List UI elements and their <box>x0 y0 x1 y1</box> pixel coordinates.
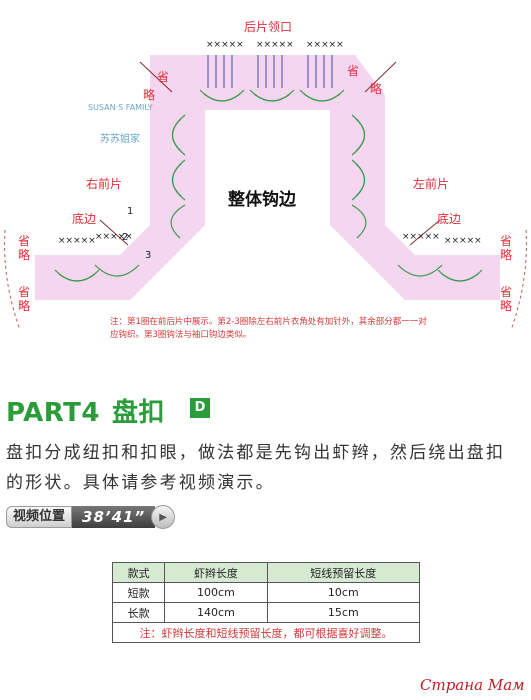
right-fans <box>351 114 367 239</box>
part-description: 盘扣分成纽扣和扣眼，做法都是先钩出虾辫，然后绕出盘扣的形状。具体请参考视频演示。 <box>6 443 506 493</box>
crochet-diagram: 后片领口 省 略 省 略 右前片 左前片 底边 底边 省 略 省 略 省 略 省… <box>0 0 531 345</box>
num-2: 2 <box>122 232 129 243</box>
table-cell: 100cm <box>164 582 268 603</box>
watermark-logo-cn: 苏苏姐家 <box>100 134 140 145</box>
pink-band <box>35 55 500 300</box>
table-cell: 10cm <box>266 582 421 603</box>
label-back-neck: 后片领口 <box>244 20 293 34</box>
video-position-label: 视频位置 <box>6 506 73 528</box>
label-lue-r2: 略 <box>500 248 513 262</box>
top-stitch-lines <box>207 55 333 88</box>
table-header: 虾辫长度 <box>164 562 268 583</box>
table-row: 短款 100cm 10cm <box>111 582 421 603</box>
bottom-left-fans <box>54 264 140 282</box>
part-title-cn: 盘扣 <box>111 398 165 428</box>
table-note-row: 注：虾辫长度和短线预留长度，都可根据喜好调整。 <box>112 622 420 643</box>
stitch-mark-top-2: ××××× <box>256 40 294 50</box>
table-cell: 140cm <box>164 602 268 623</box>
diagram-center-title: 整体钩边 <box>228 190 296 210</box>
left-fans <box>170 114 186 239</box>
stitch-mark-bl-1: ××××× <box>58 236 96 246</box>
label-sheng-r3: 省 <box>500 285 513 299</box>
table-cell: 15cm <box>266 602 421 623</box>
brand-watermark: Страна Мам <box>420 676 525 694</box>
watermark-logo-text: SUSAN·S FAMILY <box>88 103 153 112</box>
play-icon[interactable]: ▶ <box>151 505 176 529</box>
stitch-mark-br-1: ××××× <box>402 232 440 242</box>
spec-table: 款式 虾辫长度 短线预留长度 短款 100cm 10cm 长款 140cm 15… <box>111 562 421 643</box>
label-right-front: 右前片 <box>86 177 123 191</box>
stitch-mark-br-2: ××××× <box>444 236 482 246</box>
video-time: 38’41” <box>72 506 156 528</box>
top-fans <box>199 89 345 102</box>
label-lue-r3: 略 <box>500 299 513 313</box>
stitch-mark-top-3: ××××× <box>306 40 344 50</box>
stitch-mark-bl-2: ××××× <box>95 232 133 242</box>
part-title-en: PART4 <box>6 398 100 428</box>
label-lue-l2: 略 <box>18 248 31 262</box>
label-sheng-r1: 省 <box>347 64 360 78</box>
table-cell: 短款 <box>111 582 166 603</box>
label-sheng-l1: 省 <box>157 70 170 84</box>
table-row: 长款 140cm 15cm <box>111 602 421 623</box>
table-cell: 长款 <box>111 602 166 623</box>
label-lue-l3: 略 <box>18 299 31 313</box>
label-sheng-l3: 省 <box>18 285 31 299</box>
diagram-svg <box>4 55 527 331</box>
table-header: 短线预留长度 <box>266 562 421 583</box>
label-bottom-left: 底边 <box>72 212 97 226</box>
part-badge: D <box>190 398 210 418</box>
num-1: 1 <box>127 206 134 217</box>
label-sheng-r2: 省 <box>500 234 513 248</box>
num-3: 3 <box>145 250 152 261</box>
table-note: 注：虾辫长度和短线预留长度，都可根据喜好调整。 <box>112 622 420 643</box>
label-sheng-l2: 省 <box>18 234 31 248</box>
corner-lines <box>99 61 441 246</box>
side-dashes <box>4 229 527 331</box>
label-lue-l1: 略 <box>143 88 156 102</box>
label-bottom-right: 底边 <box>437 212 462 226</box>
label-lue-r1: 略 <box>370 82 383 96</box>
diagram-note: 注：第1圈在前后片中展示。第2-3圈除左右前片衣角处有加针外，其余部分都一一对应… <box>110 317 427 340</box>
table-header-row: 款式 虾辫长度 短线预留长度 <box>111 562 421 583</box>
bottom-right-fans <box>397 264 483 282</box>
part-title: PART4 盘扣 <box>6 392 165 429</box>
video-position-tag[interactable]: 视频位置 38’41” ▶ <box>6 505 176 529</box>
table-header: 款式 <box>111 562 166 583</box>
label-left-front: 左前片 <box>413 177 450 191</box>
stitch-mark-top-1: ××××× <box>206 40 244 50</box>
